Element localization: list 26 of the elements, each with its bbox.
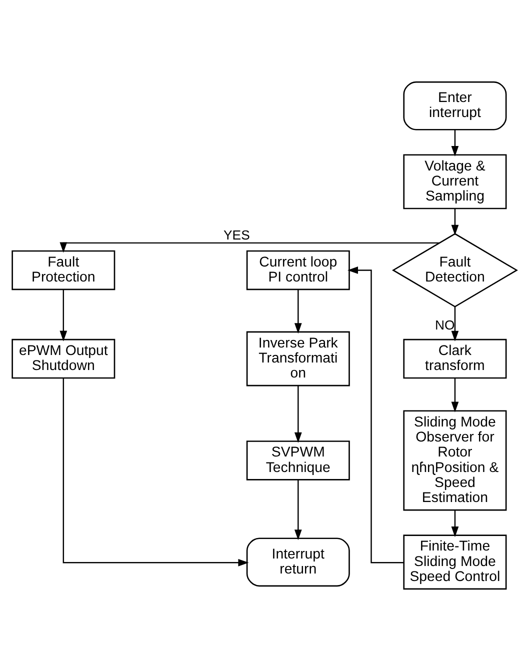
node-box: Interrupt return <box>246 538 350 587</box>
edge-label: YES <box>224 227 250 242</box>
edge-label: NO <box>434 318 455 333</box>
arrow <box>60 290 68 342</box>
arrow <box>294 480 302 540</box>
node-box: SVPWM Technique <box>246 440 350 480</box>
arrow <box>451 130 459 157</box>
node-box: Current loop PI control <box>246 250 350 290</box>
node-box: Sliding Mode Observer for Rotor ɳɦɳPosition & Speed Estimation <box>403 410 507 511</box>
arrow <box>451 208 459 236</box>
arrow <box>60 242 440 253</box>
arrow <box>451 306 459 342</box>
node-box: Finite-Time Sliding Mode Speed Control <box>403 534 507 590</box>
node-box: ePWM Output Shutdown <box>12 338 116 379</box>
node-box: Inverse Park Transformati on <box>246 331 350 386</box>
node-box: Voltage & Current Sampling <box>403 154 507 210</box>
arrow <box>62 378 249 566</box>
node-box: Clark transform <box>403 338 507 379</box>
arrow <box>451 378 459 412</box>
arrow <box>294 290 302 334</box>
node-diamond: Fault Detection <box>392 233 518 308</box>
arrow <box>294 386 302 443</box>
arrow <box>347 266 404 564</box>
arrow <box>451 510 459 538</box>
node-box: Enter interrupt <box>403 81 507 130</box>
node-box: Fault Protection <box>12 250 116 290</box>
